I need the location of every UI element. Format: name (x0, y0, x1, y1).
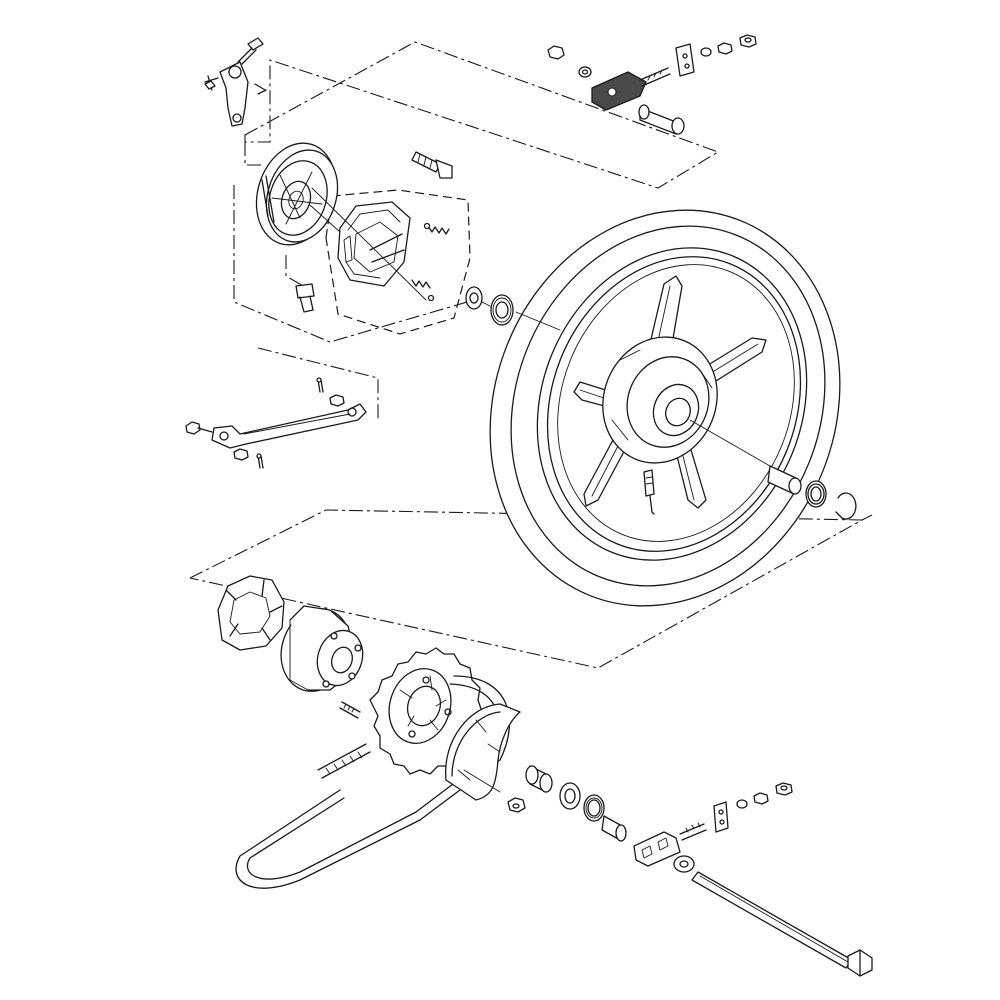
sprocket-hub (280, 605, 364, 692)
cotter-pins (256, 377, 324, 469)
chain-cover (445, 703, 521, 801)
rear-axle (691, 871, 873, 977)
axle-spacers (525, 765, 627, 842)
leader-lines (311, 187, 561, 793)
torque-link (185, 403, 367, 449)
torque-nuts (233, 394, 345, 461)
hub-damper (217, 575, 285, 651)
brake-lever (204, 61, 249, 127)
wheel-hub (602, 336, 718, 464)
hub-studs (317, 701, 371, 779)
chain-adjuster-upper (547, 34, 757, 135)
shoe-springs (411, 222, 450, 302)
wheel-valve (643, 469, 655, 515)
right-axle-parts (767, 465, 857, 520)
lever-bolt (237, 37, 267, 95)
chain-adjuster-lower (633, 782, 793, 867)
axle-washer (673, 855, 695, 873)
sprocket-nut (507, 797, 526, 813)
brake-panel (255, 142, 341, 246)
panel-bolt (295, 283, 315, 313)
assembly-outlines (189, 41, 873, 669)
valve-stem (411, 151, 453, 179)
rear-wheel (489, 209, 841, 607)
left-bearing (465, 286, 514, 326)
wheel-spokes (573, 275, 767, 509)
brake-shoes (337, 201, 411, 287)
